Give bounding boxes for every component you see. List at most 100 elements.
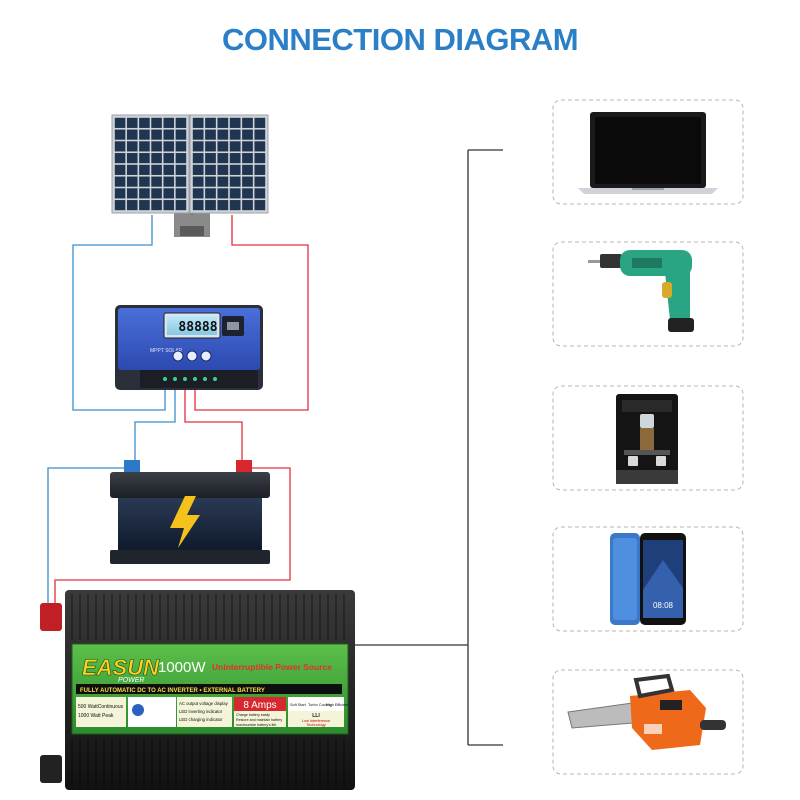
wire-panel-positive — [194, 215, 309, 411]
solar-cell — [139, 176, 150, 187]
wire-battery-inverter-negative — [47, 467, 128, 605]
charge-controller-icon: 88888 MPPT SOLAR — [115, 305, 263, 390]
solar-cell — [205, 200, 216, 211]
wire-ctrl-battery-negative — [134, 380, 176, 465]
solar-cell — [217, 176, 229, 187]
solar-cell — [175, 164, 187, 175]
solar-cell — [139, 164, 150, 175]
solar-cell — [163, 117, 175, 128]
solar-cell — [151, 141, 162, 152]
inverter-lli-sub-2: Technology — [306, 723, 325, 727]
solar-cell — [139, 200, 150, 211]
inverter-negative-terminal — [40, 755, 62, 783]
solar-cell — [163, 176, 175, 187]
wire-battery-inverter-positive — [54, 467, 291, 605]
solar-cell — [114, 200, 126, 211]
gear-icon — [132, 704, 144, 716]
solar-cell — [151, 176, 162, 187]
solar-cell — [192, 176, 204, 187]
inverter-charge-note-3: maximumize battery's life — [236, 723, 276, 727]
solar-cell — [114, 117, 126, 128]
solar-cell — [205, 117, 216, 128]
solar-cell — [175, 176, 187, 187]
solar-cell — [126, 153, 138, 164]
solar-cell — [192, 200, 204, 211]
diagram-title: CONNECTION DIAGRAM — [221, 22, 579, 57]
inverter-positive-terminal — [40, 603, 62, 631]
inverter-lli-sub-1: Low Interference — [302, 719, 330, 723]
inverter-feature-1: Soft Start — [290, 703, 307, 707]
smartphone-icon: 08:08 — [610, 533, 686, 625]
solar-cell — [114, 153, 126, 164]
solar-cell — [205, 176, 216, 187]
solar-cell — [217, 141, 229, 152]
solar-cell — [114, 176, 126, 187]
solar-cell — [229, 129, 241, 140]
solar-cell — [242, 188, 253, 199]
solar-cell — [217, 129, 229, 140]
solar-cell — [254, 164, 266, 175]
solar-cell — [126, 176, 138, 187]
solar-cell — [229, 153, 241, 164]
solar-cell — [229, 176, 241, 187]
solar-cell — [175, 141, 187, 152]
solar-cell — [217, 164, 229, 175]
solar-cell — [242, 141, 253, 152]
appliance-frame-chainsaw — [552, 669, 744, 775]
solar-cell — [229, 117, 241, 128]
solar-cell — [163, 141, 175, 152]
inverter-feature-3: High Efficient — [326, 703, 349, 707]
solar-cell — [151, 200, 162, 211]
solar-cell — [217, 200, 229, 211]
solar-cell — [254, 129, 266, 140]
solar-cell — [205, 164, 216, 175]
coffee-machine-icon — [616, 394, 678, 484]
wire-panel-negative — [72, 215, 166, 411]
inverter-wattage: 1000W — [158, 659, 206, 676]
solar-cell — [254, 200, 266, 211]
inverter-icon: EASUN POWER 1000W Uninterruptible Power … — [40, 590, 355, 790]
appliance-frame-coffee — [552, 385, 744, 491]
drill-icon — [588, 250, 694, 332]
solar-cell — [229, 188, 241, 199]
solar-cell — [163, 164, 175, 175]
inverter-display-line-3: LED charging indicator — [179, 717, 223, 722]
solar-cell — [175, 129, 187, 140]
solar-cell — [205, 188, 216, 199]
solar-cell — [217, 188, 229, 199]
solar-panel-icon — [111, 114, 269, 237]
solar-cell — [242, 117, 253, 128]
solar-cell — [175, 200, 187, 211]
solar-cell — [254, 188, 266, 199]
laptop-icon — [578, 112, 718, 194]
solar-cell — [151, 164, 162, 175]
solar-cell — [151, 188, 162, 199]
solar-cell — [192, 153, 204, 164]
inverter-peak: 1000 Watt Peak — [78, 713, 114, 719]
inverter-display-line-2: LED inverting indicator — [179, 709, 223, 714]
solar-cell — [242, 129, 253, 140]
chainsaw-icon — [567, 673, 726, 750]
solar-cell — [163, 129, 175, 140]
inverter-charge-note-2: Restore and maintain battery — [236, 718, 282, 722]
solar-cell — [192, 164, 204, 175]
solar-cell — [114, 129, 126, 140]
solar-cell — [163, 188, 175, 199]
controller-button — [172, 350, 184, 362]
inverter-continuous: 500 WattContinuous — [78, 704, 124, 710]
inverter-display-line-1: AC output voltage display — [179, 701, 229, 706]
solar-cell — [229, 141, 241, 152]
appliance-frame-phone — [552, 526, 744, 632]
solar-cell — [139, 141, 150, 152]
inverter-lli: LLI — [312, 713, 320, 719]
solar-cell — [192, 117, 204, 128]
solar-cell — [139, 153, 150, 164]
solar-cell — [242, 200, 253, 211]
solar-cell — [242, 164, 253, 175]
solar-cell — [126, 188, 138, 199]
controller-label: MPPT SOLAR — [150, 348, 183, 354]
inverter-product-name: Uninterruptible Power Source — [212, 662, 332, 672]
solar-cell — [126, 129, 138, 140]
inverter-subtitle: FULLY AUTOMATIC DC TO AC INVERTER • EXTE… — [80, 688, 265, 694]
appliance-frame-drill — [552, 241, 744, 347]
